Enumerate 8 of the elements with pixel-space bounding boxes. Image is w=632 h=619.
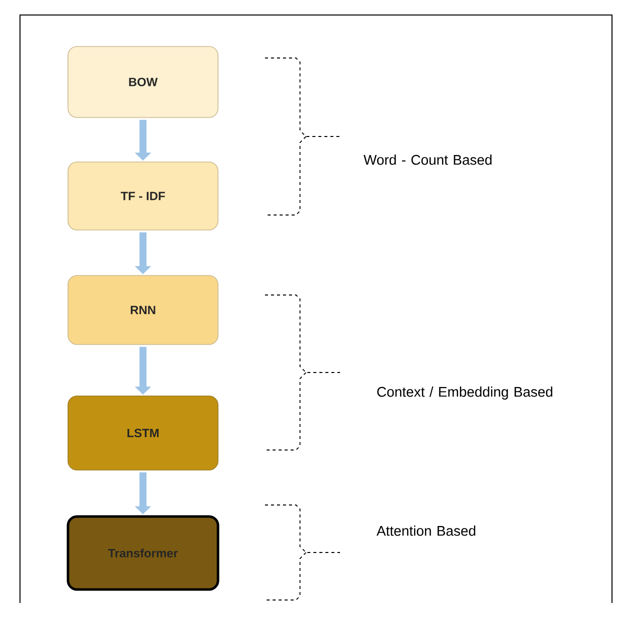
process-box: Transformer <box>66 515 220 591</box>
process-box: LSTM <box>68 396 218 470</box>
process-box: TF - IDF <box>68 162 218 230</box>
side-label: Attention Based <box>376 526 476 536</box>
side-label: Word - Count Based <box>364 154 492 165</box>
side-label: Context / Embedding Based <box>377 386 552 400</box>
process-box: BOW <box>68 46 218 118</box>
process-box: RNN <box>68 275 218 345</box>
